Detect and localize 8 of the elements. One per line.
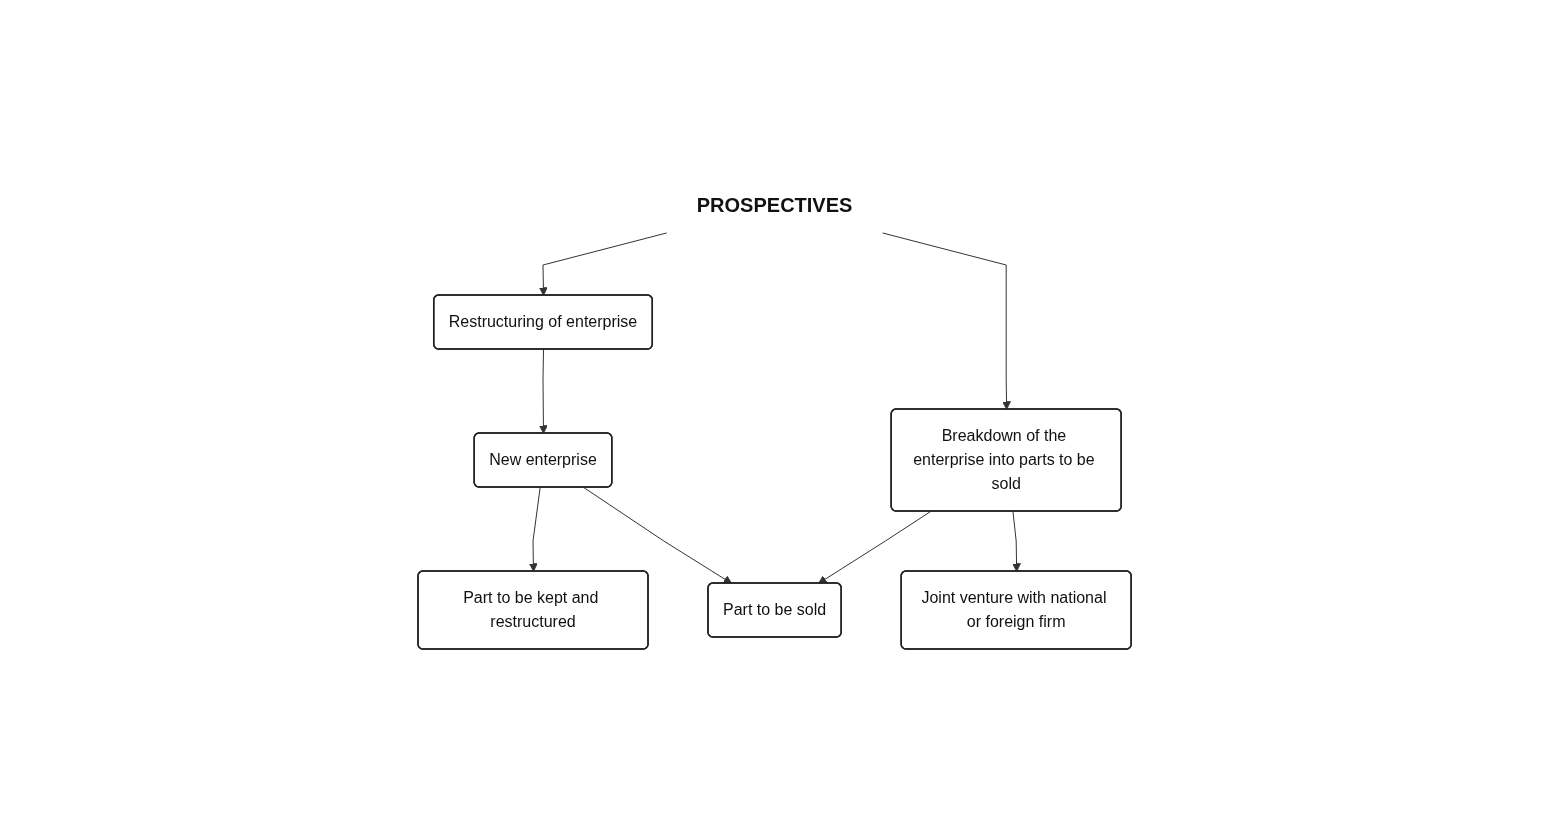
- arrow: [881, 232, 1011, 410]
- node-text: PROSPECTIVES: [696, 194, 853, 216]
- arrow: [583, 487, 733, 584]
- arrow: [1012, 511, 1021, 572]
- arrow: [817, 511, 931, 584]
- arrow: [538, 349, 548, 434]
- arrow: [538, 232, 668, 296]
- arrow: [528, 487, 541, 572]
